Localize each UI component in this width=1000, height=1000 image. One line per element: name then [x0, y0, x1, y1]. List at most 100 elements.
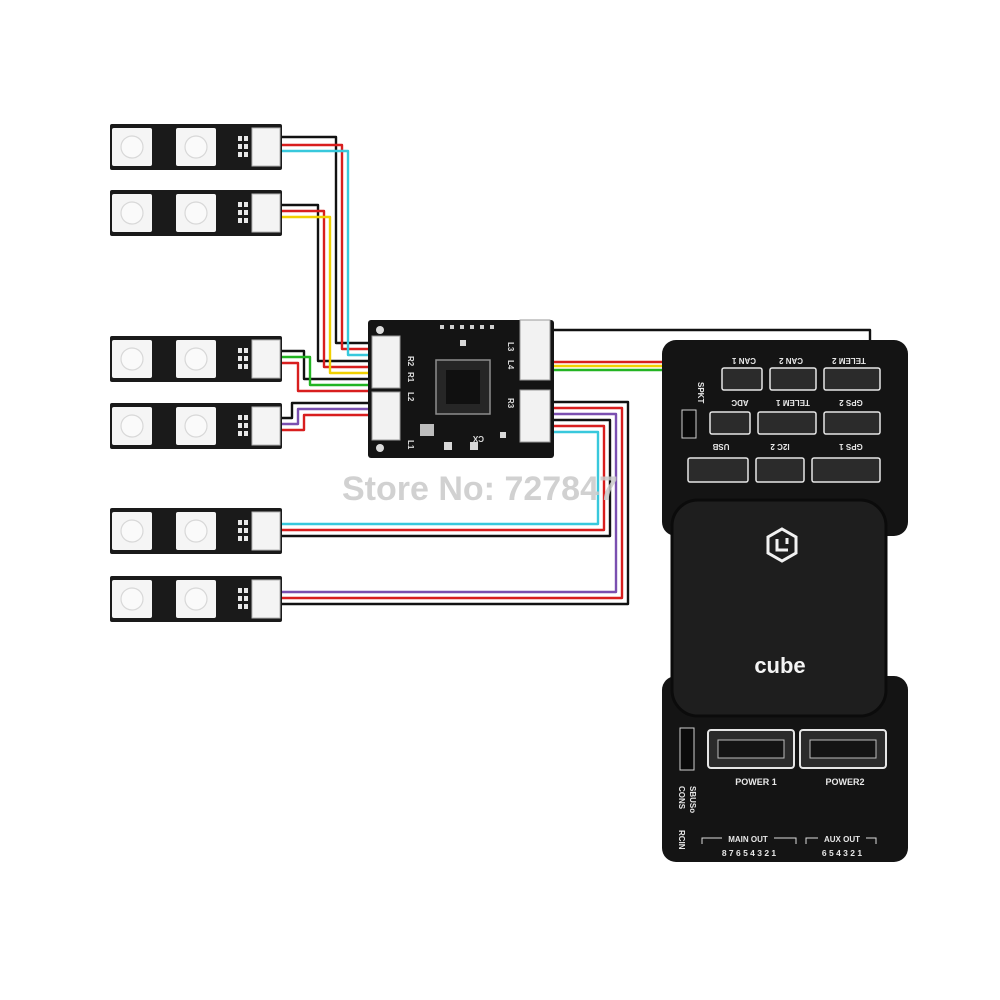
hub-label-l1: L1: [406, 440, 415, 450]
led-strip-pad: [244, 144, 248, 149]
spkt-header: [681, 409, 697, 439]
led-strip-pad: [244, 528, 248, 533]
wire-strip2-red: [280, 209, 378, 369]
led-strip-pad: [238, 520, 242, 525]
led-strip-pad: [244, 348, 248, 353]
led-strip-pad: [238, 415, 242, 420]
led-strip-pad: [238, 423, 242, 428]
led-strip-pad: [244, 364, 248, 369]
led-strip-pad: [244, 136, 248, 141]
aux-out-bracket: [805, 837, 818, 844]
wire-strip4-black: [280, 401, 378, 420]
hub-label-r3: R3: [506, 398, 515, 409]
power1-label: POWER 1: [735, 777, 777, 787]
led-strip-pad: [244, 423, 248, 428]
led-strip-pad: [238, 348, 242, 353]
flight-controller: TELEM 2 CAN 2 CAN 1 GPS 2 TELEM 1 ADC GP…: [662, 340, 908, 862]
wire-strip6-red: [280, 406, 624, 600]
aux-out-pins: 6 5 4 3 2 1: [822, 848, 862, 858]
hub-mcu-die: [446, 370, 480, 404]
port-label-gps2: GPS 2: [839, 398, 863, 407]
port-label-can2: CAN 2: [778, 356, 803, 365]
hub-connector-left-bottom: [371, 391, 401, 441]
led-strip-connector: [251, 193, 281, 233]
led-strip-pad: [244, 588, 248, 593]
hub-connector-left-top: [371, 335, 401, 389]
wire-strip5-black: [280, 418, 612, 538]
cube-brand-text: cube: [754, 653, 805, 678]
hub-smd-part: [460, 340, 466, 346]
hub-label-l2: L2: [406, 392, 415, 402]
led-strip-pad: [238, 364, 242, 369]
led-strip-pad: [238, 431, 242, 436]
led-lens: [184, 587, 208, 611]
port-power1-socket: [717, 739, 785, 759]
led-lens: [120, 414, 144, 438]
led-hub-board: R2 R1 L2 L1 L3 L4 R3 CX: [368, 319, 554, 458]
hub-connector-right-top: [519, 319, 551, 381]
port-can1: [721, 367, 763, 391]
main-out-bracket: [701, 837, 722, 844]
hub-smd-part: [444, 442, 452, 450]
hub-label-cx: CX: [472, 434, 484, 443]
led-lens: [120, 347, 144, 371]
led-strip-pad: [238, 356, 242, 361]
led-lens: [120, 519, 144, 543]
wire-strip1-cyan: [280, 149, 378, 357]
hub-smd-part: [470, 442, 478, 450]
wire-strip3-black: [280, 349, 378, 381]
led-strip-connector: [251, 127, 281, 167]
led-strip-pad: [238, 202, 242, 207]
led-strip-pad: [244, 431, 248, 436]
port-usb: [687, 457, 749, 483]
hub-connector-right-bottom: [519, 389, 551, 443]
port-label-usb: USB: [712, 442, 729, 451]
led-strip-pad: [244, 202, 248, 207]
wire-strip3-green: [280, 355, 378, 387]
hub-crystal: [420, 424, 434, 436]
hub-label-r1: R1: [406, 372, 415, 383]
wire-strip5-cyan: [280, 430, 600, 526]
led-strip-pad: [238, 210, 242, 215]
led-strip-connector: [251, 579, 281, 619]
led-strip-6: [110, 576, 282, 622]
hub-label-r2: R2: [406, 356, 415, 367]
led-strip-pad: [238, 596, 242, 601]
wire-strip1-black: [280, 135, 378, 345]
cons-label: CONS: [677, 786, 686, 810]
led-lens: [120, 201, 144, 225]
wire-strip5-red: [280, 424, 606, 532]
port-label-i2c2: I2C 2: [770, 442, 790, 451]
port-label-gps1: GPS 1: [839, 442, 863, 451]
aux-out-label: AUX OUT: [824, 835, 860, 844]
port-label-can1: CAN 1: [731, 356, 756, 365]
led-strip-pad: [238, 536, 242, 541]
sbuso-label: SBUSo: [688, 786, 697, 813]
main-out-bracket: [774, 837, 797, 844]
led-lens: [120, 135, 144, 159]
led-strip-pad: [238, 528, 242, 533]
rcin-label: RCIN: [677, 830, 686, 850]
hub-label-l3: L3: [506, 342, 515, 352]
hub-label-l4: L4: [506, 360, 515, 370]
led-lens: [184, 347, 208, 371]
port-adc: [709, 411, 751, 435]
led-strip-pad: [244, 210, 248, 215]
led-strip-5: [110, 508, 282, 554]
port-telem2: [823, 367, 881, 391]
rc-header: [679, 727, 695, 771]
led-strip-pad: [238, 152, 242, 157]
cube-logo-icon: [766, 527, 798, 563]
led-strip-pad: [238, 604, 242, 609]
controller-cube-module: [670, 498, 888, 718]
power2-label: POWER2: [825, 777, 864, 787]
main-out-pins: 8 7 6 5 4 3 2 1: [722, 848, 777, 858]
led-strip-pad: [238, 136, 242, 141]
wire-strip4-purple: [280, 407, 378, 426]
port-label-adc: ADC: [731, 398, 749, 407]
spkt-label: SPKT: [696, 382, 705, 403]
led-strip-pad: [244, 152, 248, 157]
port-label-telem1: TELEM 1: [776, 398, 810, 407]
led-strip-pad: [244, 596, 248, 601]
